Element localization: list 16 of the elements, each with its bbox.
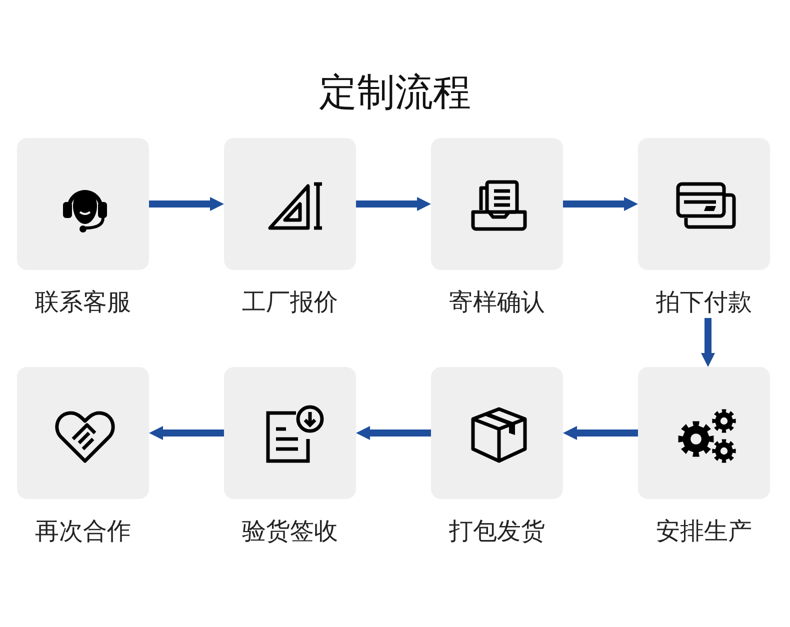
title: 定制流程 [318, 69, 472, 116]
arrow [149, 426, 224, 440]
step-label: 联系客服 [34, 287, 132, 318]
arrow [356, 426, 431, 440]
step-label: 打包发货 [448, 516, 546, 547]
arrow [563, 426, 638, 440]
step-label: 安排生产 [655, 516, 753, 547]
arrow [356, 197, 431, 211]
step-label: 寄样确认 [448, 287, 546, 318]
step-label: 拍下付款 [655, 287, 753, 318]
step-label: 再次合作 [34, 516, 132, 547]
step-label: 工厂报价 [241, 287, 339, 318]
arrow [563, 197, 638, 211]
step-label: 验货签收 [241, 516, 339, 547]
arrow [149, 197, 224, 211]
arrow [701, 318, 715, 367]
